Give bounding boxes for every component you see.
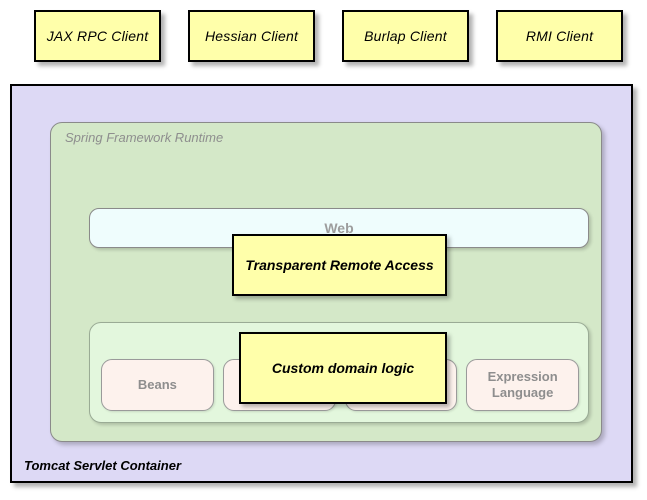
core-module-expression-language-label: Expression Language	[487, 368, 558, 400]
core-module-expression-language[interactable]: Expression Language	[466, 359, 579, 411]
custom-domain-logic-box[interactable]: Custom domain logic	[239, 332, 447, 404]
hessian-client-label: Hessian Client	[204, 28, 299, 44]
jax-rpc-client-box[interactable]: JAX RPC Client	[34, 10, 161, 62]
hessian-client-box[interactable]: Hessian Client	[188, 10, 315, 62]
burlap-client-label: Burlap Client	[364, 28, 447, 44]
jax-rpc-client-label: JAX RPC Client	[46, 28, 149, 44]
custom-domain-logic-label: Custom domain logic	[271, 360, 415, 376]
tomcat-servlet-container[interactable]: Spring Framework Runtime Web Core Contai…	[10, 84, 633, 483]
burlap-client-box[interactable]: Burlap Client	[342, 10, 469, 62]
rmi-client-box[interactable]: RMI Client	[496, 10, 623, 62]
transparent-remote-access-label: Transparent Remote Access	[245, 257, 434, 273]
rmi-client-label: RMI Client	[525, 28, 594, 44]
spring-framework-runtime-label: Spring Framework Runtime	[65, 130, 224, 145]
core-module-beans-label: Beans	[137, 376, 177, 392]
tomcat-servlet-container-label: Tomcat Servlet Container	[24, 458, 182, 473]
core-module-beans[interactable]: Beans	[101, 359, 214, 411]
web-layer-label: Web	[324, 220, 354, 236]
transparent-remote-access-box[interactable]: Transparent Remote Access	[232, 234, 447, 296]
